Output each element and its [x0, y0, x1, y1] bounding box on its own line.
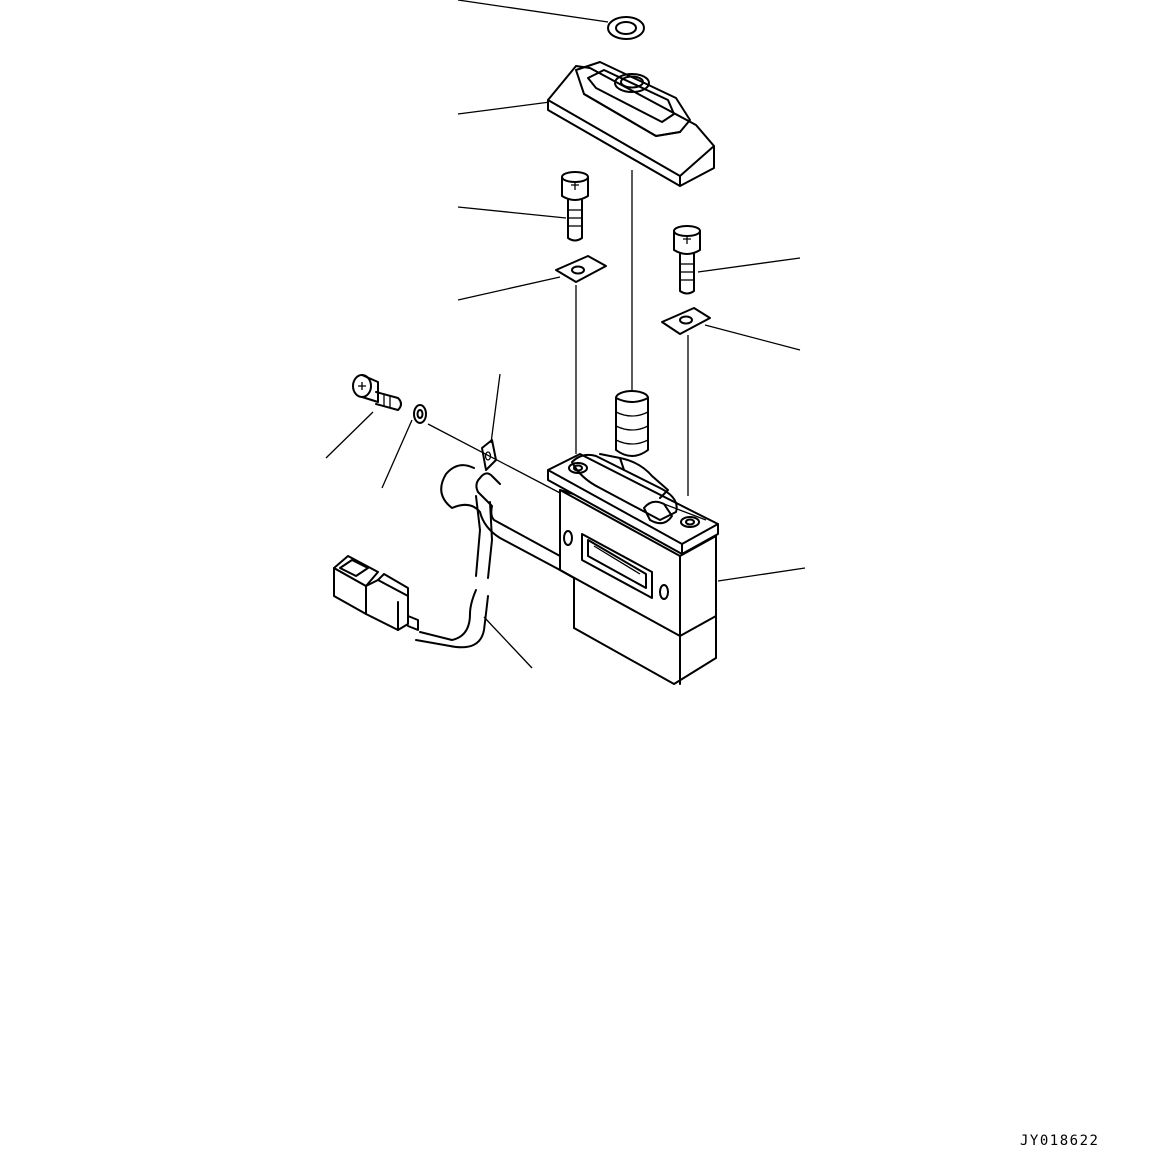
leader-lines — [325, 0, 806, 669]
drawing-code: JY018622 — [1020, 1133, 1100, 1149]
cover-boot — [547, 61, 715, 187]
assembly-lines — [427, 170, 689, 496]
switch-body — [547, 453, 719, 685]
plate-right — [661, 307, 711, 335]
bolt-left — [561, 171, 589, 242]
side-bolt — [352, 374, 402, 411]
washer-top — [607, 16, 645, 40]
connector — [333, 555, 419, 631]
wire-harness — [415, 439, 561, 649]
bolt-right — [673, 225, 701, 295]
side-washer — [413, 404, 427, 424]
lever-knob — [615, 390, 649, 457]
plate-left — [555, 255, 607, 283]
